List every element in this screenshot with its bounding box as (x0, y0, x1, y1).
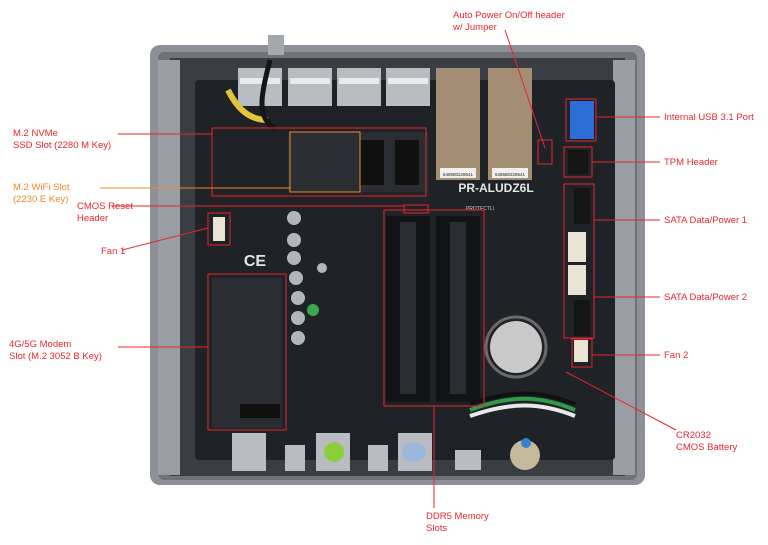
label-m2-nvme: M.2 NVMe SSD Slot (2280 M Key) (13, 128, 112, 151)
m2-nvme-connector (395, 140, 419, 185)
label-sata2: SATA Data/Power 2 (664, 292, 748, 303)
antenna-connector (268, 35, 284, 55)
label-m2-wifi: M.2 WiFi Slot (2230 E Key) (13, 182, 70, 205)
sata-connector (568, 232, 586, 262)
auto-power-highlight-box (537, 139, 553, 165)
label-fan2: Fan 2 (664, 350, 689, 361)
modem-highlight-box (207, 273, 287, 431)
ddr5-slot-inner (400, 222, 416, 394)
blue-sticker (402, 442, 426, 462)
label-auto-power: Auto Power On/Off header w/ Jumper (453, 10, 565, 33)
label-ddr5: DDR5 Memory Slots (426, 511, 489, 534)
bottom-io-ports (232, 433, 540, 471)
cmos-battery-holder (484, 315, 548, 379)
hdmi-port (455, 450, 481, 470)
sfp-sticker (440, 168, 476, 178)
cmos-battery (490, 321, 542, 373)
capacitor (289, 271, 303, 285)
callout-line-auto-power (504, 29, 546, 149)
sticker-text: 646580229541 (495, 172, 526, 177)
power-jack (510, 440, 540, 470)
fan2-header (574, 340, 588, 362)
callout-lines (112, 29, 677, 508)
green-sticker (307, 304, 319, 316)
label-cmos-reset: CMOS Reset Header (77, 201, 133, 224)
nvme-highlight-box (211, 127, 427, 197)
ethernet-port (386, 68, 430, 106)
usb31-highlight-box (565, 98, 597, 142)
highlight-boxes (207, 98, 597, 431)
m2-nvme-connector (360, 140, 384, 185)
board-brand-text: PROTECTLI (466, 206, 494, 212)
label-sata1: SATA Data/Power 1 (664, 215, 748, 226)
sfp-cage (488, 68, 532, 180)
antenna-jack (521, 438, 531, 448)
port-label-strip (339, 78, 379, 84)
port-label-strip (388, 78, 428, 84)
usb-port (232, 433, 266, 471)
capacitor (287, 251, 301, 265)
sfp-sticker (492, 168, 528, 178)
fan1-header (213, 217, 225, 241)
capacitors (287, 211, 327, 345)
internal-usb-port (570, 101, 594, 139)
callout-line-fan1 (121, 227, 209, 251)
capacitor (291, 291, 305, 305)
ce-mark: CE (244, 253, 267, 270)
label-fan1: Fan 1 (101, 246, 126, 257)
label-tpm: TPM Header (664, 157, 718, 168)
right-rail (613, 60, 635, 475)
left-rail (158, 60, 180, 475)
sata-data-header (574, 188, 590, 224)
label-modem: 4G/5G Modem Slot (M.2 3052 B Key) (9, 339, 102, 362)
ddr5-slot-inner (450, 222, 466, 394)
port-label-strip (290, 78, 330, 84)
ethernet-port (288, 68, 332, 106)
capacitor (287, 233, 301, 247)
tpm-header (568, 150, 588, 174)
sata-data-header (574, 300, 590, 336)
capacitor (291, 331, 305, 345)
capacitor (317, 263, 327, 273)
green-sticker (324, 442, 344, 462)
capacitor (287, 211, 301, 225)
label-usb31: Internal USB 3.1 Port (664, 112, 754, 123)
sfp-cage (436, 68, 480, 180)
label-cr2032: CR2032 CMOS Battery (676, 430, 738, 453)
fan1-highlight-box (207, 212, 231, 246)
ethernet-ports (238, 68, 430, 106)
power-cable (259, 59, 277, 131)
sticker-text: 646580229541 (443, 172, 474, 177)
callout-line-cr2032 (565, 371, 677, 431)
board-model-text: PR-ALUDZ6L (458, 181, 533, 195)
usb-port (285, 445, 305, 471)
capacitor (291, 311, 305, 325)
modem-slot-module (212, 278, 282, 428)
cmos-reset-highlight-box (403, 204, 429, 214)
usb-port (368, 445, 388, 471)
sata-highlight-box (563, 183, 595, 339)
battery-cable (469, 391, 576, 406)
port-label-strip (240, 78, 280, 84)
battery-cable (469, 403, 576, 418)
ethernet-port (337, 68, 381, 106)
sata-connector (568, 265, 586, 295)
modem-connector (240, 404, 280, 418)
fan2-highlight-box (571, 338, 593, 368)
wifi-highlight-box (289, 131, 361, 193)
